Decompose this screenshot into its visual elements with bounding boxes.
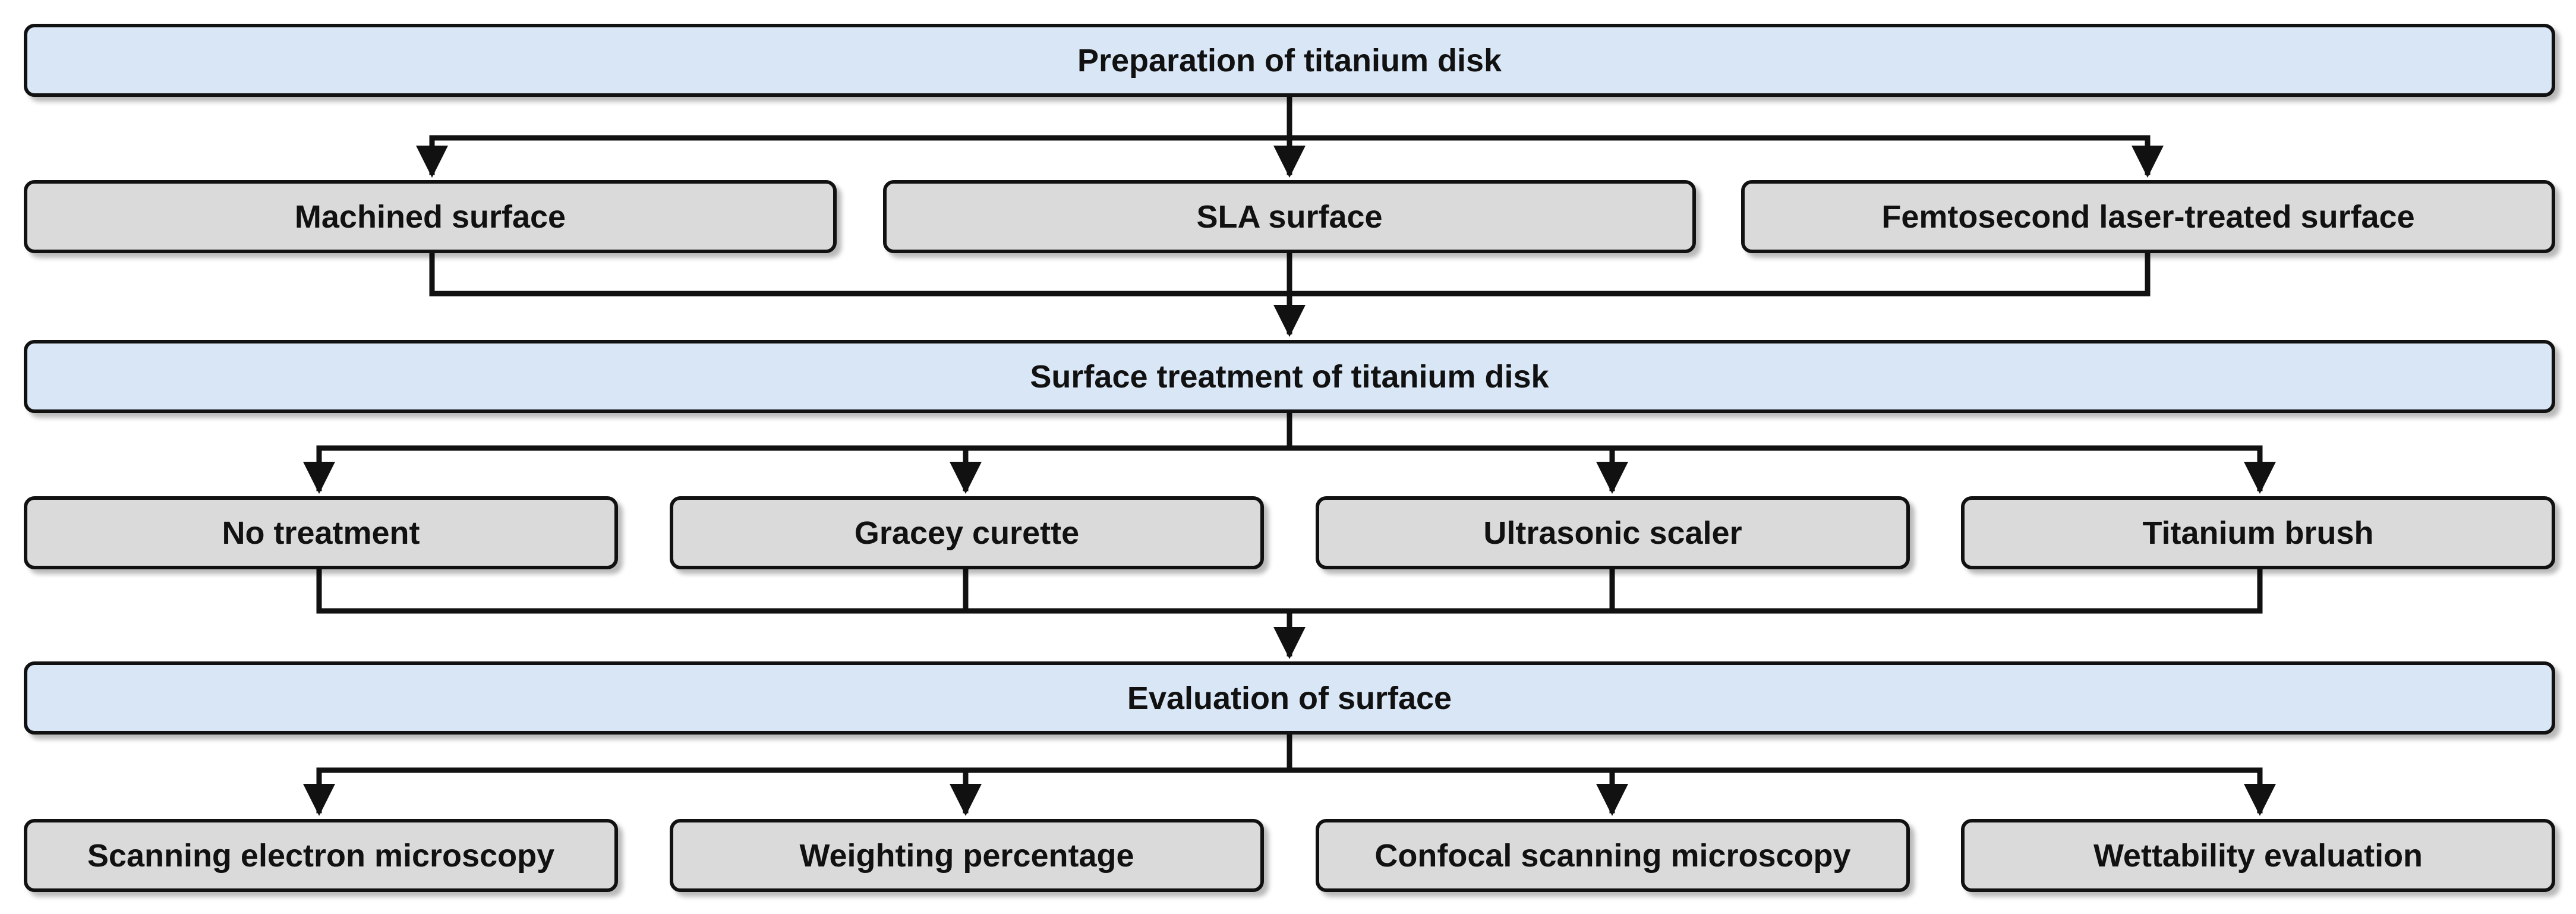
step-label: Weighting percentage [799,837,1134,874]
step-label: Femtosecond laser-treated surface [1881,198,2415,235]
stage-evaluation: Evaluation of surface [24,661,2555,735]
step-weighting-percentage: Weighting percentage [670,819,1264,892]
step-no-treatment: No treatment [24,496,618,569]
step-label: Scanning electron microscopy [87,837,555,874]
stage-preparation: Preparation of titanium disk [24,24,2555,97]
stage-surface-treatment: Surface treatment of titanium disk [24,340,2555,413]
step-label: Confocal scanning microscopy [1374,837,1851,874]
step-label: Titanium brush [2142,515,2374,551]
step-label: Wettability evaluation [2093,837,2423,874]
step-gracey-curette: Gracey curette [670,496,1264,569]
step-sla-surface: SLA surface [883,180,1696,253]
step-titanium-brush: Titanium brush [1961,496,2555,569]
stage-label: Preparation of titanium disk [1077,42,1502,78]
step-scanning-electron-microscopy: Scanning electron microscopy [24,819,618,892]
step-label: No treatment [222,515,420,551]
step-label: Ultrasonic scaler [1483,515,1742,551]
stage-label: Surface treatment of titanium disk [1030,358,1549,395]
stage-label: Evaluation of surface [1127,680,1452,716]
step-label: Machined surface [294,198,566,235]
step-femtosecond-laser-surface: Femtosecond laser-treated surface [1741,180,2555,253]
step-label: Gracey curette [854,515,1080,551]
step-machined-surface: Machined surface [24,180,837,253]
step-label: SLA surface [1196,198,1383,235]
step-confocal-scanning-microscopy: Confocal scanning microscopy [1316,819,1910,892]
step-ultrasonic-scaler: Ultrasonic scaler [1316,496,1910,569]
step-wettability-evaluation: Wettability evaluation [1961,819,2555,892]
